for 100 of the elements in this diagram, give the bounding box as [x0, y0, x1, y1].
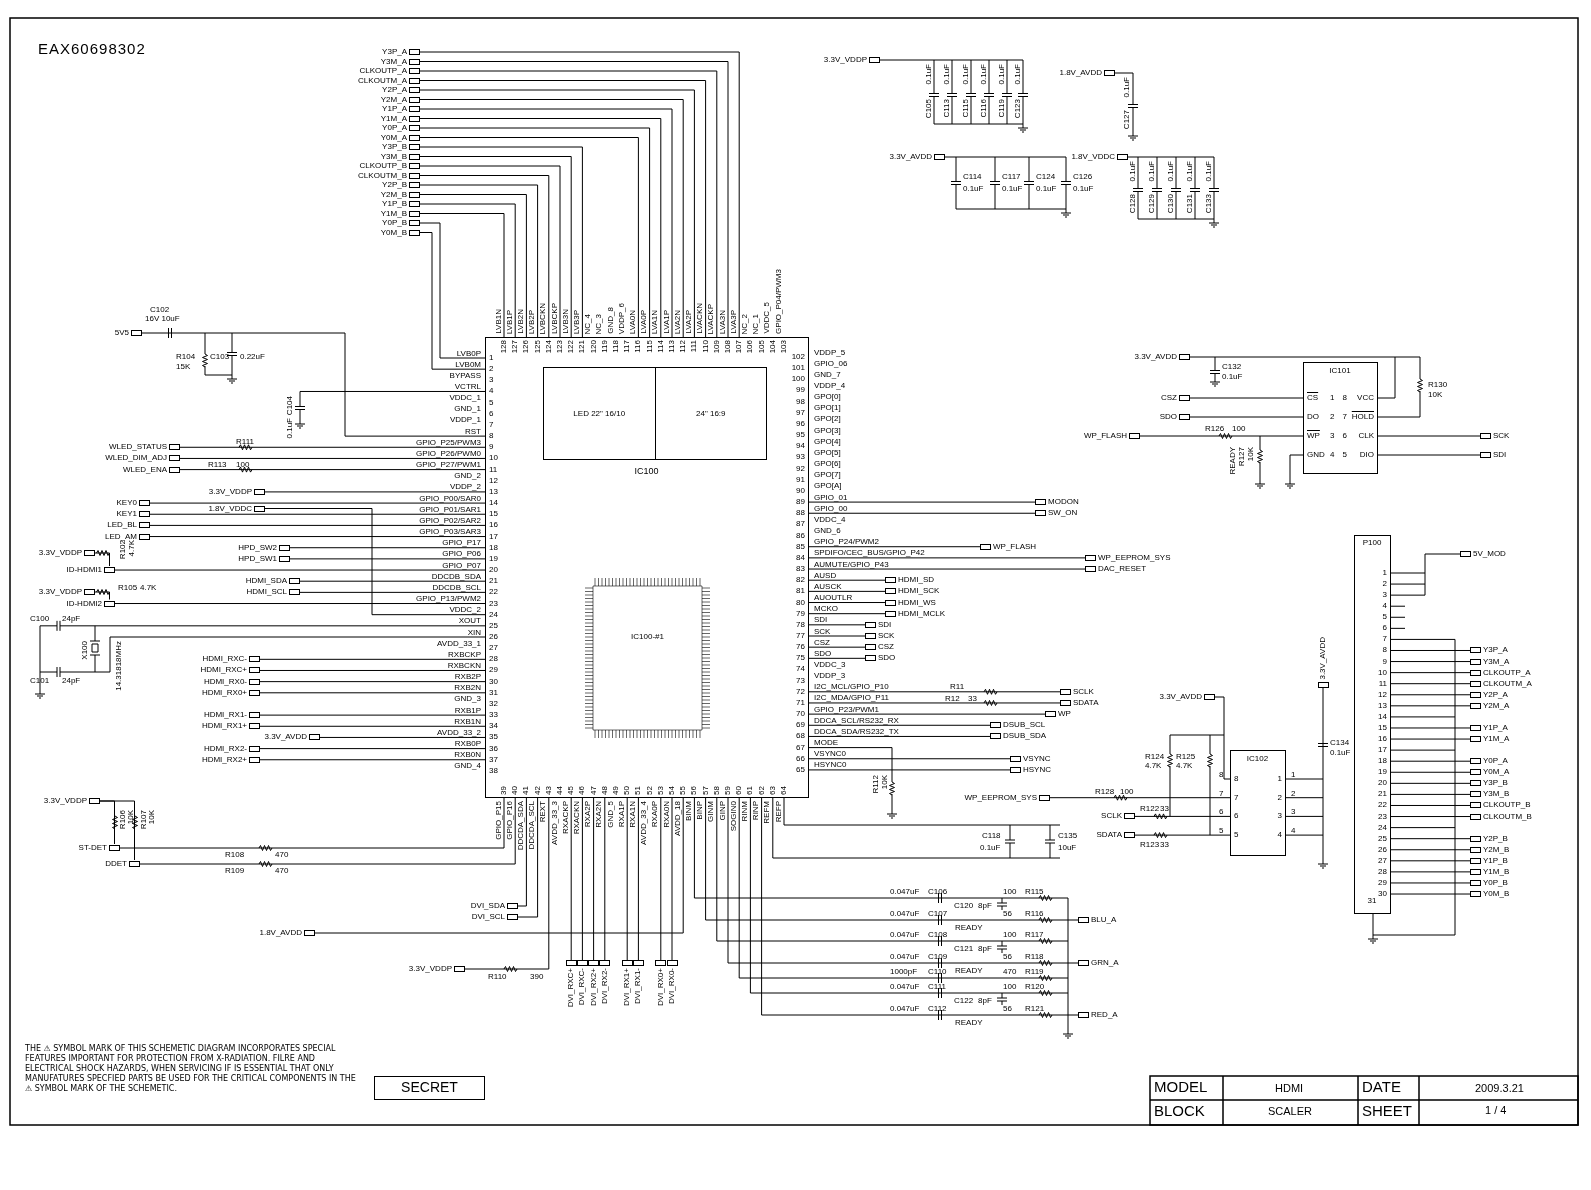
component-value: 8pF: [978, 901, 992, 910]
pin-name: GPIO_00: [814, 503, 848, 513]
net-label: Y0P_A: [1470, 757, 1508, 766]
wire: [808, 713, 1046, 715]
wire: [705, 797, 1079, 921]
pin-number: 7: [489, 420, 494, 429]
pin-number: 103: [780, 340, 788, 354]
net-label: Y3M_A: [380, 57, 420, 66]
pin-name: I2C_MDA/GPIO_P11: [814, 693, 889, 703]
component-value: 8pF: [978, 944, 992, 953]
net-label: DVI_RX2+: [588, 960, 600, 1007]
pin-name: GPO[5]: [814, 447, 841, 457]
net-label: CLKOUTP_A: [359, 67, 420, 75]
net-label: 1.8V_AVDD: [1059, 69, 1115, 77]
pin-number: 64: [780, 786, 788, 795]
drawing-title: EAX60698302: [38, 40, 146, 57]
pin-name: DDCDB_SDA: [431, 571, 481, 581]
pin-name: RXA1P: [616, 801, 626, 828]
wire: [299, 580, 486, 582]
net-label: DDET: [105, 860, 140, 868]
reference-designator: R118: [1025, 952, 1044, 961]
wire: [808, 691, 1061, 693]
reference-designator: R112: [871, 775, 880, 794]
pin-number: 8: [1219, 770, 1224, 779]
wire: [259, 714, 486, 716]
pin-number: 94: [796, 442, 805, 451]
net-label: CSZ: [1161, 394, 1190, 402]
pin-name: VDDP_6: [616, 302, 626, 334]
pin-name: RXBCKN: [447, 660, 481, 670]
pin-name: GND_7: [814, 369, 841, 379]
pin-number: 49: [612, 786, 620, 795]
net-label: CLKOUTP_B: [359, 162, 420, 170]
pin-name: GPIO_P26/PWM0: [416, 448, 481, 458]
pin-name: GPIO_P06: [442, 549, 481, 559]
reference-designator: C114: [963, 172, 982, 181]
net-label: HPD_SW1: [238, 554, 290, 563]
net-label: Y1M_B: [380, 209, 420, 218]
net-label: HDMI_SCL: [246, 588, 300, 597]
pin-number: 101: [791, 364, 805, 373]
pin-name: DDCA_SDA/RS232_TX: [814, 726, 899, 736]
net-label: HPD_SW2: [238, 543, 290, 552]
net-label: DVI_SDA: [470, 902, 518, 910]
pin-name: GND_8: [605, 307, 615, 334]
pin-number: 5: [1219, 826, 1224, 836]
pin-name: GPIO_P02/SAR2: [419, 515, 481, 525]
ic-package-inset: IC100-#1: [581, 574, 714, 742]
component-value: 1000pF: [890, 967, 918, 976]
wire: [289, 558, 486, 560]
reference-designator: R116: [1025, 909, 1044, 918]
reference-designator: C126: [1073, 172, 1093, 181]
wire: [119, 797, 505, 849]
net-label: HDMI_WS: [885, 598, 936, 607]
wire: [319, 736, 486, 738]
pin-number: 96: [796, 419, 805, 428]
component-value: 10K: [1428, 390, 1443, 399]
pin-number: 98: [796, 397, 805, 406]
wire: [179, 446, 486, 448]
pin-name: LVB2P: [527, 309, 537, 334]
net-label: HDMI_RXC-: [202, 655, 260, 664]
reference-designator: R122: [1140, 804, 1160, 813]
pin-number: 83: [796, 565, 805, 574]
pin-number: 91: [796, 475, 805, 484]
title-block-value: HDMI: [1275, 1082, 1304, 1094]
wire: [808, 602, 886, 603]
component-value: 0.1uF: [1222, 372, 1243, 381]
pin-name: RXB2P: [454, 672, 481, 682]
pin-name: DDCDA_SCL: [527, 801, 537, 850]
pin-number: 78: [796, 620, 805, 629]
reference-designator: C116: [979, 99, 988, 118]
pin-number: 112: [679, 340, 688, 353]
component-value: 4.7K: [1176, 761, 1193, 770]
net-label: HDMI_SCK: [885, 587, 940, 596]
component-value: 33: [968, 694, 977, 703]
wire: [1214, 696, 1231, 780]
wire: [259, 725, 486, 727]
net-label: SCLK: [1101, 812, 1135, 821]
pin-name: VDDC_4: [814, 514, 846, 524]
net-label: Y2M_B: [1470, 845, 1510, 854]
net-label: HDMI_RX1+: [201, 722, 260, 731]
wire: [289, 547, 486, 549]
net-label: HDMI_RX2+: [201, 755, 260, 764]
component-value: 390: [530, 972, 544, 981]
net-label: Y1P_B: [382, 200, 420, 208]
pin-name: GPIO_P13/PWM2: [416, 594, 481, 603]
net-label: VSYNC: [1010, 754, 1051, 763]
wire: [114, 569, 486, 571]
wire: [259, 670, 486, 671]
pin-name: VDDC_1: [449, 393, 481, 403]
reference-designator: C109: [928, 952, 948, 961]
pin-number: 13: [489, 487, 498, 496]
component-value: 16V 10uF: [145, 314, 180, 323]
reference-designator: C135: [1058, 831, 1078, 840]
component-value: 0.1uF: [1185, 161, 1194, 182]
component-value: 14.31818MHz: [114, 641, 123, 691]
component-value: 0.1uF: [979, 64, 988, 85]
pin-name: RINM: [739, 801, 749, 822]
net-label: SDATA: [1096, 831, 1135, 840]
pin-number: 109: [712, 340, 721, 354]
net-label: Y2P_B: [382, 181, 420, 189]
pin-number: 33: [489, 711, 498, 720]
